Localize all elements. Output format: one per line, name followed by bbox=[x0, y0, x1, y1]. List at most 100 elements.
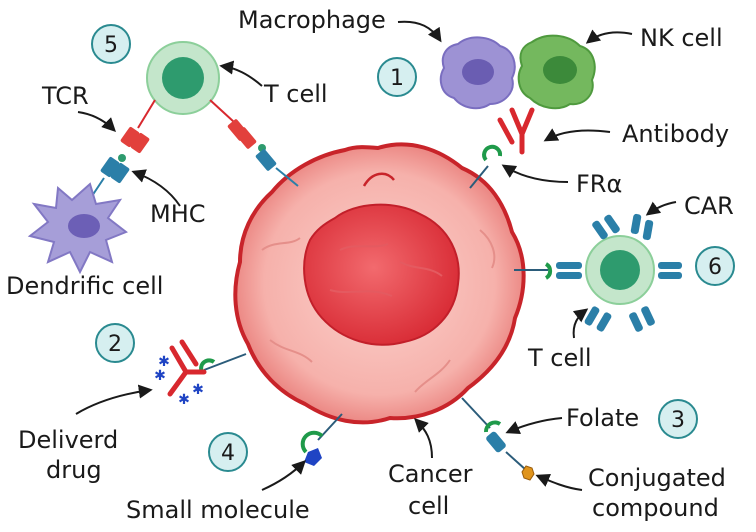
svg-text:✱: ✱ bbox=[178, 392, 190, 408]
dendritic-cell bbox=[27, 177, 128, 275]
arrow-small-molecule bbox=[261, 460, 306, 491]
mhc-receptor-b bbox=[110, 162, 130, 184]
cancer-texture bbox=[261, 229, 496, 393]
arrow-cancer-cell bbox=[414, 418, 433, 459]
badge-3-text: 3 bbox=[671, 408, 685, 433]
badge-2-text: 2 bbox=[108, 332, 122, 357]
tcr-receptor bbox=[120, 126, 140, 148]
label-dendritic-cell: Dendrific cell bbox=[6, 272, 163, 300]
pointer-arrows bbox=[75, 20, 677, 491]
label-conjugated-line1: Conjugated bbox=[588, 464, 726, 492]
small-molecule-receptor bbox=[300, 430, 324, 454]
folate-conjugate bbox=[461, 397, 535, 481]
svg-text:✱: ✱ bbox=[192, 382, 204, 398]
folate-receptor bbox=[484, 420, 502, 433]
badge-5: 5 bbox=[91, 24, 131, 64]
badge-1: 1 bbox=[377, 57, 417, 97]
tcr-receptor-b bbox=[130, 132, 150, 154]
macrophage-nucleus bbox=[462, 59, 494, 85]
antibody-icon bbox=[509, 107, 535, 155]
label-delivered-drug-line2: drug bbox=[46, 456, 102, 484]
cancer-cell bbox=[233, 142, 526, 425]
svg-text:✱: ✱ bbox=[158, 354, 170, 370]
badge-5-text: 5 bbox=[104, 33, 118, 58]
badge-6: 6 bbox=[695, 246, 735, 286]
badge-6-text: 6 bbox=[708, 255, 722, 280]
label-tcr: TCR bbox=[41, 82, 89, 110]
car-t-cell-nucleus bbox=[600, 250, 640, 290]
small-molecule-icon bbox=[304, 448, 322, 466]
badge-4: 4 bbox=[208, 432, 248, 472]
arrow-tcr bbox=[77, 111, 116, 132]
drug-payload-icons: ✱ ✱ ✱ ✱ bbox=[154, 354, 204, 408]
folate-icon bbox=[486, 431, 506, 453]
macrophage-cell bbox=[439, 36, 516, 110]
arrow-delivered-drug bbox=[75, 384, 153, 415]
mhc-receptor bbox=[100, 156, 120, 178]
badge-2: 2 bbox=[95, 323, 135, 363]
nk-cell bbox=[517, 34, 596, 110]
folate-anchor bbox=[461, 397, 491, 429]
nk-cell-nucleus bbox=[543, 56, 577, 84]
arrow-conjugated bbox=[535, 473, 583, 491]
nucleus-texture bbox=[329, 243, 443, 297]
t-cell-top-nucleus bbox=[162, 57, 204, 99]
arrow-folate bbox=[505, 417, 563, 435]
antibody-complex bbox=[469, 107, 535, 189]
fra-receptor bbox=[482, 144, 503, 162]
label-delivered-drug-line1: Deliverd bbox=[18, 426, 118, 454]
label-macrophage: Macrophage bbox=[238, 6, 386, 34]
tcr-right-stem bbox=[209, 99, 235, 123]
arrow-nk-cell bbox=[585, 29, 633, 44]
car-receptor-icons bbox=[584, 213, 682, 332]
label-t-cell-right: T cell bbox=[527, 344, 592, 372]
arrow-mhc bbox=[131, 169, 181, 207]
label-folate: Folate bbox=[566, 404, 639, 432]
label-mhc: MHC bbox=[150, 200, 206, 228]
label-conjugated-line2: compound bbox=[592, 494, 719, 522]
label-t-cell-top: T cell bbox=[263, 80, 328, 108]
label-cancer-cell-line1: Cancer bbox=[388, 460, 473, 488]
conjugated-compound-icon bbox=[521, 465, 535, 481]
svg-text:✱: ✱ bbox=[154, 368, 166, 384]
badge-1-text: 1 bbox=[390, 66, 404, 91]
arrow-antibody bbox=[543, 128, 611, 142]
number-badges: 1 2 3 4 5 6 bbox=[91, 24, 735, 472]
drug-antibody-arm bbox=[179, 339, 199, 367]
label-nk-cell: NK cell bbox=[640, 24, 723, 52]
label-antibody: Antibody bbox=[622, 120, 729, 148]
labels: Macrophage NK cell Antibody FRα CAR T ce… bbox=[6, 6, 734, 524]
badge-3: 3 bbox=[658, 399, 698, 439]
t-cell-top bbox=[100, 41, 299, 187]
mhc-join bbox=[118, 154, 126, 162]
tcr-right-mhc bbox=[255, 149, 277, 171]
car-binding-site bbox=[544, 262, 553, 280]
small-molecule bbox=[300, 413, 343, 466]
car-receptor-left bbox=[556, 262, 582, 269]
nucleus bbox=[303, 203, 460, 346]
label-small-molecule: Small molecule bbox=[126, 496, 310, 524]
delivered-drug: ✱ ✱ ✱ ✱ bbox=[154, 339, 247, 408]
dendritic-anchor bbox=[91, 177, 105, 197]
drug-anchor bbox=[203, 353, 247, 371]
conjugate-linker bbox=[505, 451, 527, 471]
label-car: CAR bbox=[684, 192, 734, 220]
antibody-arm bbox=[497, 117, 515, 145]
tcr-right-anchor bbox=[275, 167, 299, 187]
drug-antibody bbox=[167, 345, 207, 397]
arrow-car bbox=[645, 201, 677, 216]
label-fra: FRα bbox=[576, 170, 622, 198]
cancer-membrane-fold bbox=[362, 172, 395, 187]
label-cancer-cell-line2: cell bbox=[408, 492, 449, 520]
badge-4-text: 4 bbox=[221, 441, 235, 466]
car-t-cell bbox=[514, 213, 682, 332]
car-receptor-left-b bbox=[556, 272, 582, 279]
tcr-right-receptor-b bbox=[235, 127, 257, 149]
arrow-macrophage bbox=[397, 20, 442, 43]
arrow-t-cell-right bbox=[572, 308, 589, 339]
dendritic-nucleus bbox=[68, 214, 100, 238]
arrow-fra bbox=[501, 164, 569, 183]
fra-anchor bbox=[469, 165, 489, 189]
